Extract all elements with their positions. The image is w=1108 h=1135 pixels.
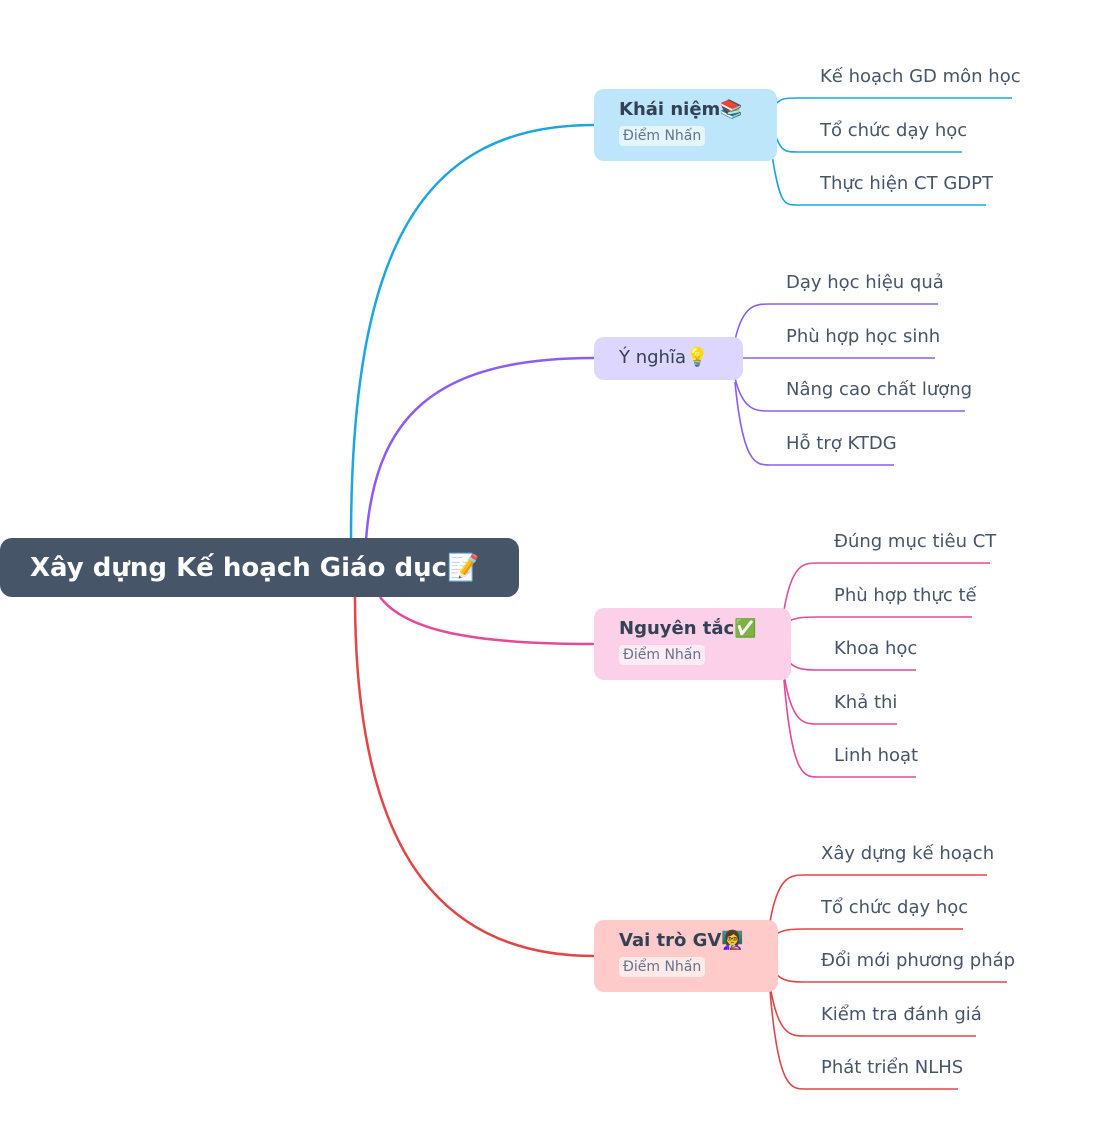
connector-branch-leaf <box>769 984 976 1037</box>
root-node[interactable]: Xây dựng Kế hoạch Giáo dục📝 <box>0 538 519 597</box>
connector-branch-leaf <box>734 377 965 412</box>
connector-root-branch <box>364 356 595 541</box>
leaf-node[interactable]: Khoa học <box>834 638 918 659</box>
leaf-node[interactable]: Dạy học hiệu quả <box>786 272 944 293</box>
branch-y-nghia[interactable]: Ý nghĩa💡 <box>594 337 743 380</box>
leaf-node[interactable]: Thực hiện CT GDPT <box>820 173 993 194</box>
leaf-node[interactable]: Phù hợp thực tế <box>834 585 977 606</box>
leaf-node[interactable]: Phát triển NLHS <box>821 1057 964 1078</box>
connector-branch-leaf <box>769 928 963 941</box>
leaf-node[interactable]: Hỗ trợ KTDG <box>786 433 897 454</box>
leaf-node[interactable]: Đổi mới phương pháp <box>821 950 1016 971</box>
connector-branch-leaf <box>771 97 1012 109</box>
branch-khai-niem[interactable]: Khái niệm📚 Điểm Nhấn <box>594 89 777 161</box>
connector-branch-leaf <box>783 616 972 626</box>
connector-branch-leaf <box>783 679 916 778</box>
highlight-badge: Điểm Nhấn <box>619 957 706 977</box>
connector-root-branch <box>353 596 595 958</box>
leaf-node[interactable]: Tổ chức dạy học <box>821 897 969 918</box>
leaf-node[interactable]: Linh hoạt <box>834 745 919 766</box>
connector-root-branch <box>349 123 595 541</box>
connector-root-branch <box>379 596 595 646</box>
connector-branch-leaf <box>783 562 990 611</box>
branch-label: Nguyên tắc✅ <box>619 618 757 639</box>
branch-label: Khái niệm📚 <box>619 99 743 120</box>
highlight-badge: Điểm Nhấn <box>619 645 706 665</box>
connector-branch-leaf <box>769 874 987 923</box>
leaf-node[interactable]: Kế hoạch GD môn học <box>820 66 1021 87</box>
branch-label: Vai trò GV👩‍🏫 <box>619 930 744 951</box>
connector-branch-leaf <box>783 674 897 725</box>
leaf-node[interactable]: Nâng cao chất lượng <box>786 379 973 400</box>
branch-nguyen-tac[interactable]: Nguyên tắc✅ Điểm Nhấn <box>594 608 791 680</box>
leaf-node[interactable]: Xây dựng kế hoạch <box>821 843 995 864</box>
connector-branch-leaf <box>771 154 986 206</box>
branch-label: Ý nghĩa💡 <box>619 347 709 368</box>
highlight-badge: Điểm Nhấn <box>619 126 706 146</box>
leaf-node[interactable]: Phù hợp học sinh <box>786 326 941 347</box>
leaf-node[interactable]: Khả thi <box>834 692 898 713</box>
leaf-node[interactable]: Tổ chức dạy học <box>820 120 968 141</box>
leaf-node[interactable]: Đúng mục tiêu CT <box>834 531 997 552</box>
leaf-node[interactable]: Kiểm tra đánh giá <box>821 1004 982 1025</box>
root-title: Xây dựng Kế hoạch Giáo dục📝 <box>30 552 480 583</box>
connector-branch-leaf <box>734 303 938 341</box>
connector-branch-leaf <box>769 989 958 1090</box>
connector-branch-leaf <box>734 381 894 466</box>
branch-vai-tro-gv[interactable]: Vai trò GV👩‍🏫 Điểm Nhấn <box>594 920 778 992</box>
